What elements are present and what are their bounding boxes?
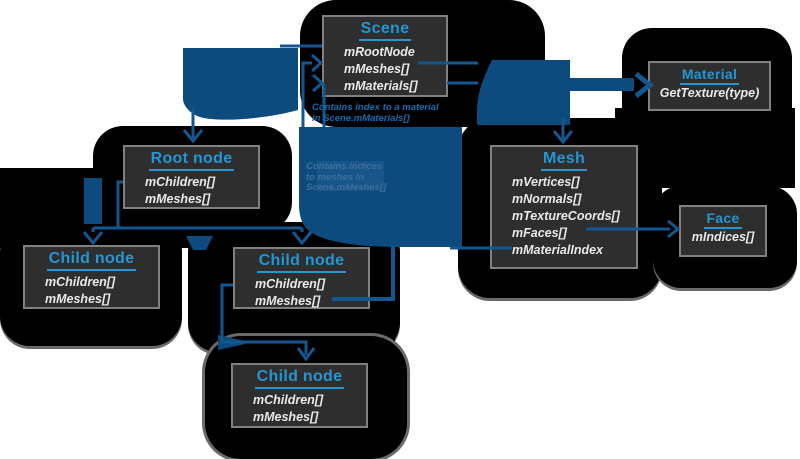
node-member: mMeshes[]: [344, 62, 410, 76]
node-title-face: Face: [681, 207, 765, 229]
note-material-index: Contains index to a material in Scene.mM…: [312, 102, 439, 124]
node-title-root-node: Root node: [125, 147, 258, 171]
node-title-label: Child node: [46, 250, 137, 271]
node-title-scene: Scene: [324, 17, 446, 41]
note-line: Scene.mMeshes[]: [306, 182, 387, 193]
node-title-label: Child node: [254, 368, 345, 389]
node-member: mMaterials[]: [344, 79, 418, 93]
node-member: mChildren[]: [145, 175, 216, 189]
node-box-material: Material GetTexture(type): [648, 61, 771, 111]
node-member: mRootNode: [344, 45, 415, 59]
node-member: mFaces[]: [512, 226, 567, 240]
node-member: mNormals[]: [512, 192, 582, 206]
node-title-mesh: Mesh: [492, 147, 636, 171]
node-member: mMeshes[]: [253, 410, 319, 424]
note-line: Contains indices: [306, 161, 383, 172]
node-member: mChildren[]: [253, 393, 324, 407]
node-title-label: Face: [704, 210, 742, 229]
node-box-child-middle: Child node mChildren[] mMeshes[]: [233, 247, 370, 309]
blue-shape-left: [183, 48, 298, 120]
node-box-child-left: Child node mChildren[] mMeshes[]: [23, 245, 160, 309]
node-box-child-bottom: Child node mChildren[] mMeshes[]: [231, 363, 368, 428]
node-title-child-bottom: Child node: [233, 365, 366, 389]
node-title-label: Child node: [256, 252, 347, 273]
node-title-label: Scene: [358, 20, 412, 41]
node-box-face: Face mIndices[]: [679, 205, 767, 257]
node-member: mChildren[]: [45, 275, 116, 289]
node-title-child-left: Child node: [25, 247, 158, 271]
node-member: mMeshes[]: [45, 292, 111, 306]
node-box-scene: Scene mRootNode mMeshes[] mMaterials[]: [322, 15, 448, 97]
node-member: mMeshes[]: [145, 192, 211, 206]
node-title-child-middle: Child node: [235, 249, 368, 273]
node-member: GetTexture(type): [659, 86, 760, 100]
node-member: mMeshes[]: [255, 294, 321, 308]
note-mesh-indices: Contains indices to meshes in Scene.mMes…: [306, 161, 387, 194]
node-title-material: Material: [650, 63, 769, 85]
node-member: mMaterialIndex: [512, 243, 604, 257]
node-box-mesh: Mesh mVertices[] mNormals[] mTextureCoor…: [490, 145, 638, 269]
note-line: in Scene.mMaterials[]: [312, 112, 410, 124]
node-member: mVertices[]: [512, 175, 580, 189]
node-member: mIndices[]: [691, 230, 755, 244]
node-title-label: Mesh: [540, 150, 588, 171]
node-title-label: Material: [679, 66, 740, 85]
note-line: Contains index to a material: [312, 102, 439, 113]
node-member: mTextureCoords[]: [512, 209, 620, 223]
node-member: mChildren[]: [255, 277, 326, 291]
node-box-root-node: Root node mChildren[] mMeshes[]: [123, 145, 260, 209]
node-title-label: Root node: [148, 150, 235, 171]
